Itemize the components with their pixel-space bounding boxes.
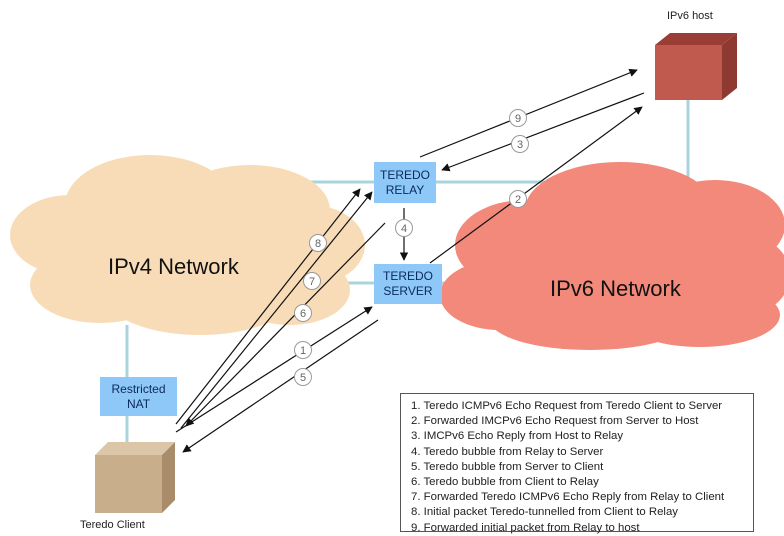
step-label: 6: [300, 308, 306, 320]
step-label: 8: [315, 238, 321, 250]
step-marker: 2: [509, 190, 527, 208]
step-marker: 9: [509, 109, 527, 127]
restricted-nat-label-line2: NAT: [126, 396, 151, 411]
legend-item: 2. Forwarded IMCPv6 Echo Request from Se…: [411, 415, 699, 428]
teredo-relay-label-line2: RELAY: [385, 182, 425, 197]
legend-item: 7. Forwarded Teredo ICMPv6 Echo Reply fr…: [411, 491, 725, 504]
step-label: 1: [300, 345, 306, 357]
teredo-server-box: TEREDO SERVER: [374, 264, 442, 304]
step-label: 4: [401, 223, 407, 235]
teredo-client-label: Teredo Client: [80, 519, 145, 531]
restricted-nat-label-line1: Restricted: [111, 381, 166, 396]
ipv6-host-label: IPv6 host: [667, 10, 713, 22]
legend-item: 1. Teredo ICMPv6 Echo Request from Tered…: [411, 400, 723, 412]
ipv6-network-cloud: [440, 162, 784, 350]
step-label: 7: [309, 276, 315, 288]
step-marker: 8: [309, 234, 327, 252]
message-arrows: [175, 68, 645, 453]
step-marker: 5: [294, 368, 312, 386]
step-label: 5: [300, 372, 306, 384]
legend-item: 3. IMCPv6 Echo Reply from Host to Relay: [411, 430, 624, 443]
teredo-client-icon: [95, 442, 175, 513]
legend-item: 5. Teredo bubble from Server to Client: [411, 460, 604, 473]
restricted-nat-box: Restricted NAT: [100, 377, 177, 416]
step-marker: 6: [294, 304, 312, 322]
teredo-relay-box: TEREDO RELAY: [374, 162, 436, 203]
teredo-server-label-line2: SERVER: [383, 284, 433, 298]
step-marker: 4: [395, 219, 413, 237]
ipv4-network-label: IPv4 Network: [108, 254, 239, 279]
ipv6-host-icon: [655, 33, 737, 100]
teredo-relay-label-line1: TEREDO: [379, 167, 430, 182]
ipv4-network-cloud: [10, 155, 365, 335]
step-marker: 7: [303, 272, 321, 290]
step-label: 3: [517, 139, 523, 151]
step-marker: 1: [294, 341, 312, 359]
legend: 1. Teredo ICMPv6 Echo Request from Tered…: [400, 393, 754, 534]
step-marker: 3: [511, 135, 529, 153]
legend-item: 8. Initial packet Teredo-tunnelled from …: [411, 506, 678, 519]
step-label: 9: [515, 113, 521, 125]
teredo-server-label-line1: TEREDO: [382, 269, 433, 283]
legend-item: 4. Teredo bubble from Relay to Server: [411, 445, 604, 458]
legend-item: 6. Teredo bubble from Client to Relay: [411, 476, 599, 489]
step-markers: 1 2 3 4 5 6 7 8 9: [294, 109, 529, 386]
legend-item: 9. Forwarded initial packet from Relay t…: [411, 521, 640, 534]
ipv6-network-label: IPv6 Network: [550, 276, 681, 301]
step-label: 2: [515, 194, 521, 206]
